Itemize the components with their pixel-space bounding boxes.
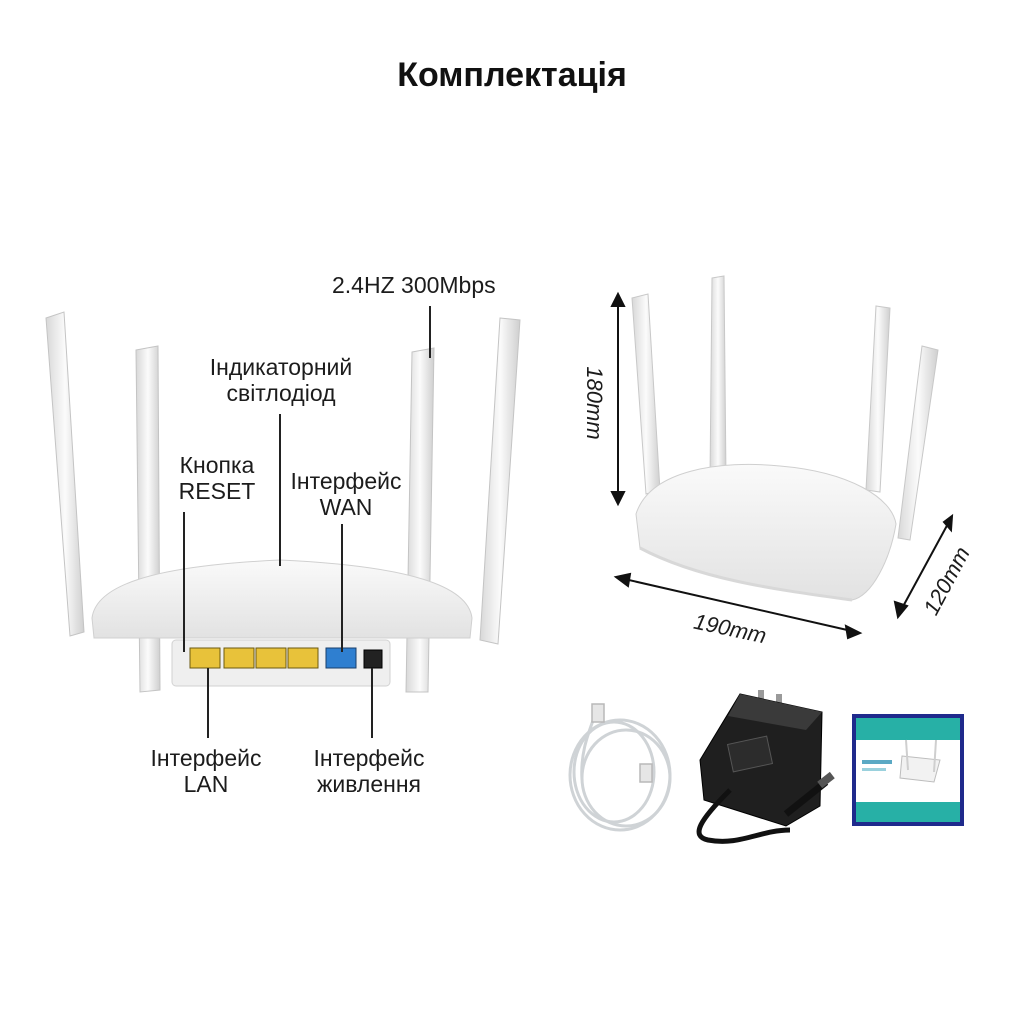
lan-label-line2: LAN (183, 771, 229, 797)
antenna-4 (479, 317, 521, 645)
lan-port-3 (255, 647, 287, 669)
reset-label-line2: RESET (178, 478, 256, 504)
wan-interface-label: Інтерфейс WAN (280, 468, 412, 520)
dimension-arrows (610, 291, 954, 640)
led-indicator-label: Індикаторний світлодіод (196, 354, 366, 406)
frequency-label: 2.4HZ 300Mbps (332, 272, 496, 298)
antenna-2 (135, 345, 161, 693)
width-arrow (619, 577, 857, 633)
front-antenna-4 (897, 345, 939, 541)
antenna-1 (45, 311, 85, 637)
lan-port-4 (287, 647, 319, 669)
depth-arrow (899, 519, 951, 613)
power-interface-label: Інтерфейс живлення (302, 745, 436, 797)
height-dimension-label: 180mm (582, 366, 607, 440)
reset-button-label: Кнопка RESET (162, 452, 272, 504)
lan-port-1 (189, 647, 221, 669)
power-adapter-icon (696, 690, 835, 844)
front-antenna-1 (631, 293, 661, 495)
lan-port-2 (223, 647, 255, 669)
front-antenna-3 (865, 305, 891, 493)
power-label-line1: Інтерфейс (313, 745, 425, 771)
router-front-view (631, 275, 939, 602)
front-router-edge (639, 546, 853, 602)
ethernet-cable-icon (568, 703, 672, 832)
product-box-icon (852, 714, 964, 826)
led-label-line1: Індикаторний (209, 354, 353, 380)
led-label-line2: світлодіод (226, 380, 336, 406)
front-router-body (635, 463, 897, 601)
power-label-line2: живлення (317, 771, 421, 797)
wan-label-line1: Інтерфейс (290, 468, 402, 494)
reset-label-line1: Кнопка (179, 452, 255, 478)
power-port (363, 649, 383, 669)
lan-interface-label: Інтерфейс LAN (140, 745, 272, 797)
callout-lines (183, 306, 431, 738)
front-antenna-2 (709, 275, 727, 479)
antenna-3 (405, 347, 435, 693)
router-body (91, 559, 473, 639)
lan-label-line1: Інтерфейс (150, 745, 262, 771)
wan-label-line2: WAN (319, 494, 373, 520)
page-title: Комплектація (397, 56, 627, 94)
